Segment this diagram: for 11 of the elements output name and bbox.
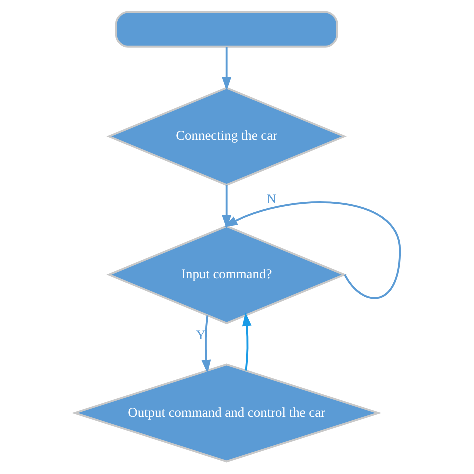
node-box — [114, 11, 338, 48]
arrow — [222, 185, 232, 229]
arrow — [242, 312, 252, 371]
edge-label: N — [266, 192, 276, 207]
edge-label: Y — [196, 327, 206, 342]
arrow — [224, 202, 401, 300]
arrow — [201, 316, 211, 374]
arrow — [222, 47, 232, 91]
node-diamond: Connecting the car — [106, 87, 346, 186]
node-diamond: Input command? — [106, 225, 346, 324]
node-diamond: Output command and control the car — [71, 364, 382, 463]
